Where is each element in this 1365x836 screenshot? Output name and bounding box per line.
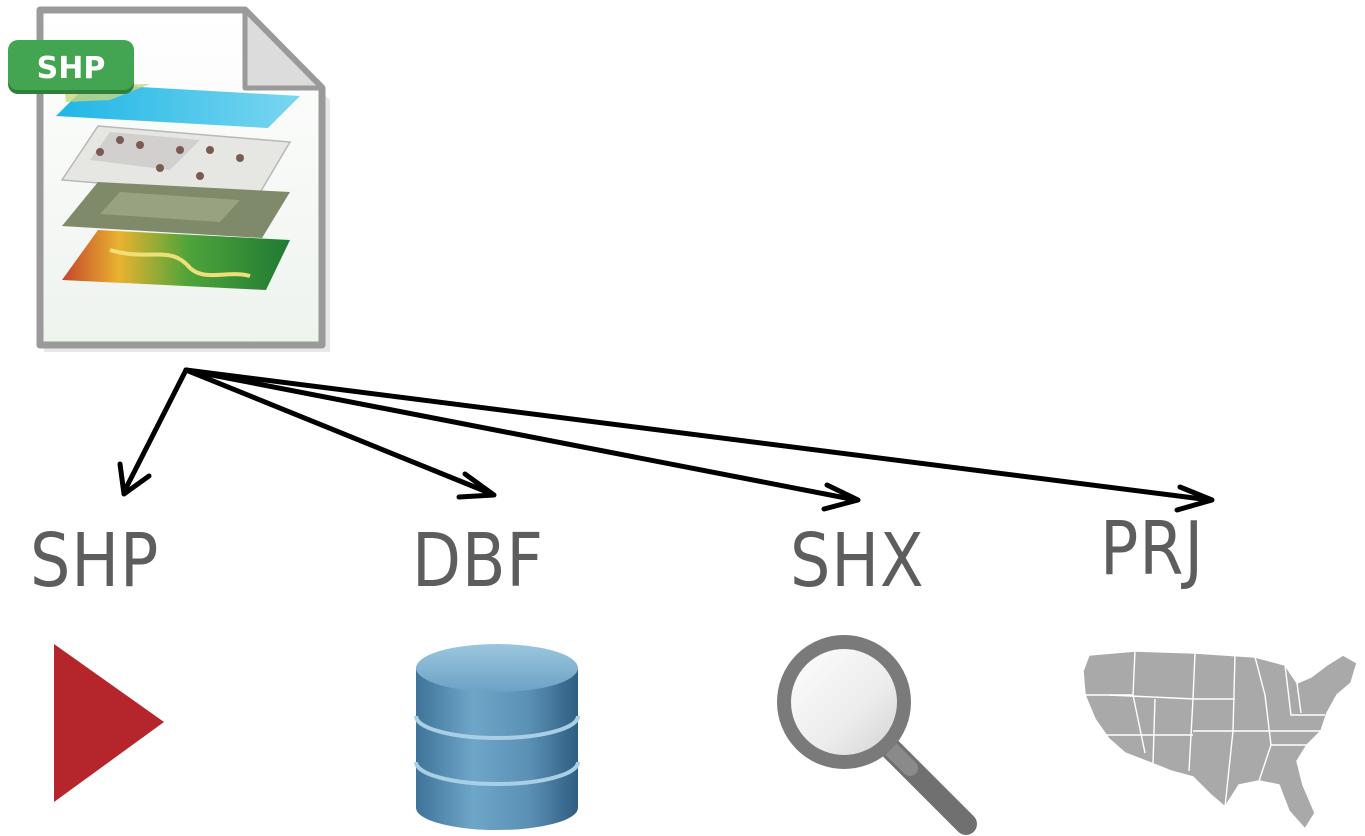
- arrow-head-dbf: [456, 471, 497, 500]
- arrow-to-shp: [121, 367, 189, 495]
- arrow-head-shx: [821, 482, 861, 512]
- arrow-to-dbf: [183, 367, 495, 497]
- label-shx: SHX: [790, 518, 925, 604]
- shapefile-document-icon: SHP: [8, 6, 330, 352]
- arrow-head-shp: [117, 461, 152, 497]
- shp-badge: SHP: [37, 51, 106, 86]
- arrow-head-prj: [1174, 484, 1215, 513]
- database-cylinder-icon: [414, 644, 580, 830]
- label-prj: PRJ: [1100, 506, 1204, 592]
- label-shp: SHP: [30, 518, 160, 604]
- label-dbf: DBF: [412, 518, 544, 604]
- play-triangle-icon: [54, 644, 164, 802]
- arrow-to-shx: [183, 367, 859, 503]
- arrow-to-prj: [183, 367, 1213, 503]
- usa-map-icon: [1082, 650, 1358, 830]
- magnifier-icon: [777, 635, 977, 835]
